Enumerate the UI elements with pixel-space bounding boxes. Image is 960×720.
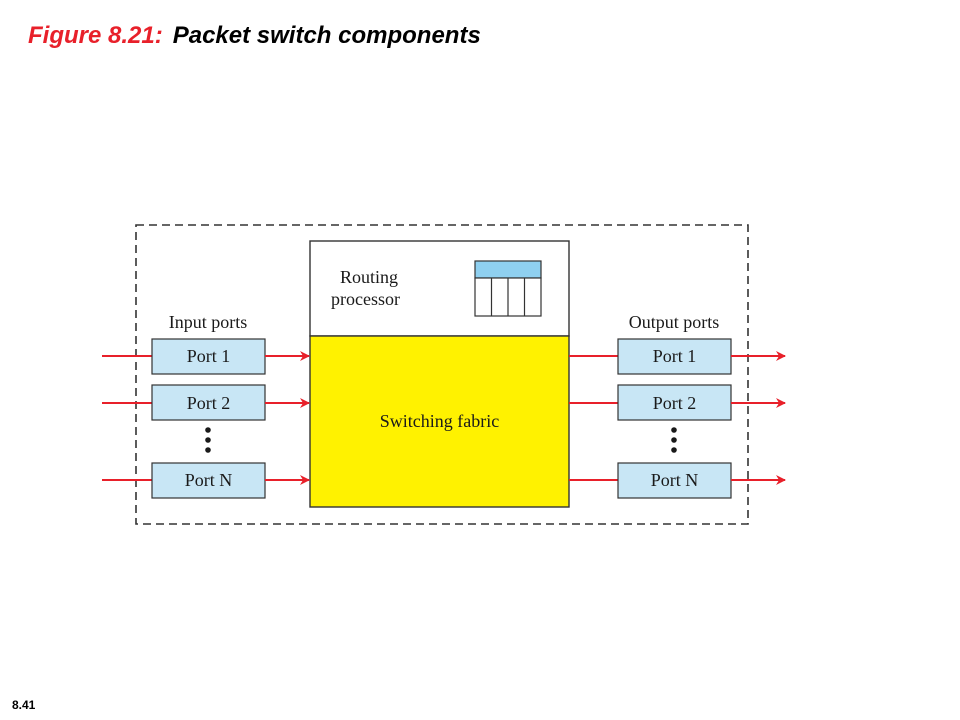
output-port-1-label: Port 1 bbox=[653, 346, 697, 366]
figure-caption: Packet switch components bbox=[172, 22, 481, 49]
output-port-2: Port 2 bbox=[569, 384, 786, 421]
routing-table-icon bbox=[474, 260, 542, 317]
switching-fabric-label: Switching fabric bbox=[380, 411, 499, 431]
input-port-2-label: Port 2 bbox=[187, 393, 231, 413]
routing-processor-label-line1: Routing bbox=[340, 267, 398, 287]
routing-processor-label-line2: processor bbox=[331, 289, 400, 309]
output-port-n-label: Port N bbox=[651, 470, 699, 490]
output-port-1: Port 1 bbox=[569, 338, 786, 375]
input-port-2: Port 2 bbox=[102, 384, 310, 421]
input-ports-ellipsis bbox=[205, 427, 211, 453]
output-ports-ellipsis bbox=[671, 427, 677, 453]
figure-number: Figure 8.21: bbox=[28, 22, 163, 49]
input-port-1: Port 1 bbox=[102, 338, 310, 375]
figure-title: Figure 8.21: Packet switch components bbox=[28, 20, 481, 52]
output-port-2-label: Port 2 bbox=[653, 393, 697, 413]
input-port-n: Port N bbox=[102, 462, 310, 499]
switch-boundary bbox=[135, 224, 749, 525]
output-port-n: Port N bbox=[569, 462, 786, 499]
switching-fabric-box bbox=[309, 335, 570, 508]
input-ports-heading: Input ports bbox=[169, 312, 248, 332]
output-ports-heading: Output ports bbox=[629, 312, 720, 332]
input-port-1-label: Port 1 bbox=[187, 346, 231, 366]
input-port-n-label: Port N bbox=[185, 470, 233, 490]
page-number: 8.41 bbox=[12, 698, 36, 712]
